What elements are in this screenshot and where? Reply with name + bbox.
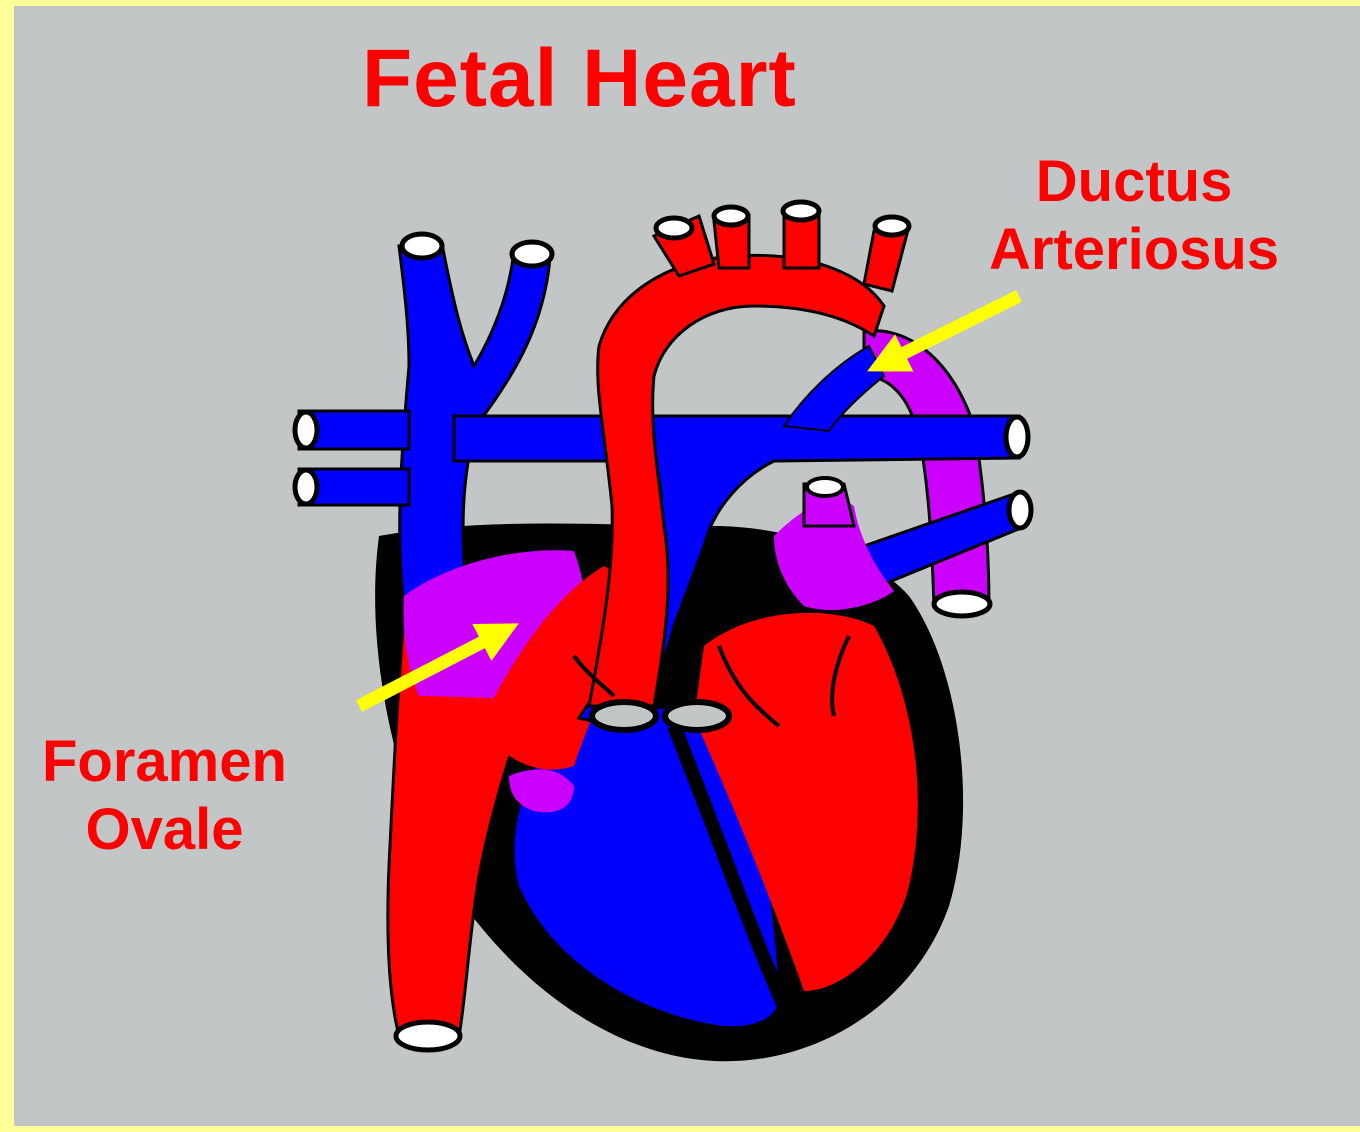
ivc-opening [396,1022,460,1050]
aortic-branch-4-opening [875,217,909,235]
aortic-branch-1-opening [656,218,692,238]
pulmonary-left-upper-opening [295,412,317,448]
pulmonary-valve [592,702,656,730]
pulmonary-right-upper-opening [1006,417,1028,457]
pulmonary-vein-right-opening [1009,492,1031,528]
diagram-canvas: Fetal Heart Ductus Arteriosus Foramen Ov… [14,6,1360,1126]
pulmonary-left-lower-opening [295,470,317,504]
fetal-heart-illustration [14,6,1360,1126]
svc-branch-right-opening [512,242,552,266]
aortic-valve [665,702,729,730]
left-atrium-nub-opening [807,478,843,496]
aortic-branch-3-opening [783,202,819,220]
aortic-branch-2-opening [714,207,748,225]
ductus-arrow [882,296,1019,364]
svc-branch-left-opening [402,234,442,258]
descending-aorta-opening [934,592,990,616]
